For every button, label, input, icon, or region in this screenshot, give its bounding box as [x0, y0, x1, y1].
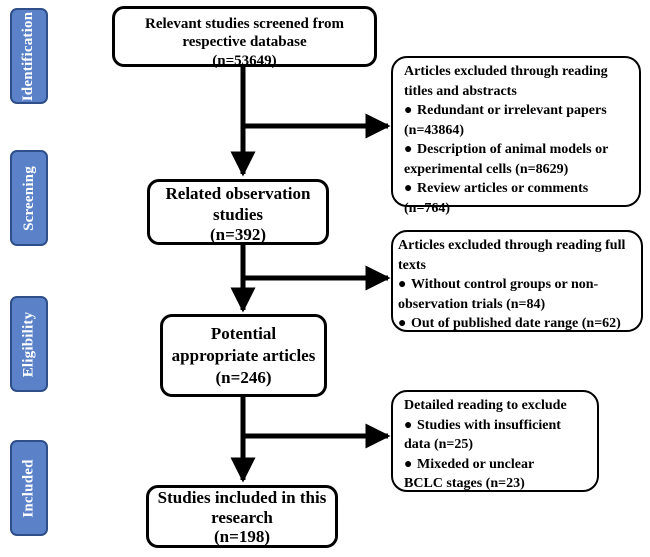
bullet-icon: ●	[398, 316, 407, 331]
exclusion-2-item-2: ●Out of published date range (n=62)	[398, 314, 635, 334]
stage-screening: Screening	[10, 150, 48, 246]
stage-screening-label: Screening	[20, 165, 37, 231]
exclusion-box-full-texts: Articles excluded through reading full t…	[391, 230, 643, 332]
box-included-line2: research	[211, 507, 273, 527]
bullet-icon: ●	[404, 103, 413, 118]
stage-included: Included	[10, 440, 48, 536]
box-screened-line2: studies	[212, 204, 264, 224]
box-screened-line1: Related observation	[165, 184, 311, 203]
box-screened-count: (n=392)	[210, 225, 266, 245]
box-eligible: Potential appropriate articles (n=246)	[160, 314, 327, 397]
stage-identification: Identification	[10, 8, 48, 104]
exclusion-1-heading-line1: Articles excluded through reading	[404, 64, 608, 79]
exclusion-2-item-1-count: observation trials (n=84)	[398, 296, 546, 312]
box-included-count: (n=198)	[214, 527, 270, 547]
box-included: Studies included in this research (n=198…	[146, 485, 338, 548]
box-eligible-line1: Potential	[210, 324, 277, 343]
exclusion-2-heading-line1: Articles excluded through reading full	[398, 238, 626, 253]
exclusion-3-item-2: ●Mixeded or unclear	[404, 455, 591, 475]
exclusion-1-item-2: ●Description of animal models or	[404, 140, 633, 160]
bullet-icon: ●	[398, 277, 407, 292]
exclusion-1-item-1: ●Redundant or irrelevant papers	[404, 101, 633, 121]
box-eligible-line2: appropriate articles	[171, 345, 316, 365]
box-identified: Relevant studies screened from respectiv…	[112, 6, 377, 69]
box-included-line1: Studies included in this	[157, 488, 327, 507]
exclusion-1-item-2-count: experimental cells (n=8629)	[404, 161, 569, 177]
bullet-icon: ●	[404, 417, 413, 433]
exclusion-1-heading-line2: titles and abstracts	[404, 83, 517, 99]
exclusion-1-item-3: ●Review articles or comments	[404, 179, 633, 199]
box-identified-line2: respective database	[182, 34, 307, 51]
exclusion-box-detailed-reading: Detailed reading to exclude ●Studies wit…	[391, 390, 599, 492]
exclusion-3-item-1-count: data (n=25)	[404, 437, 474, 452]
exclusion-2-heading-line2: texts	[398, 257, 426, 273]
bullet-icon: ●	[404, 142, 413, 157]
bullet-icon: ●	[404, 456, 413, 472]
box-screened: Related observation studies (n=392)	[147, 179, 329, 245]
box-identified-count: (n=53649)	[212, 52, 277, 69]
exclusion-3-item-1: ●Studies with insufficient	[404, 416, 591, 436]
stage-identification-label: Identification	[20, 11, 37, 101]
exclusion-1-item-1-count: (n=43864)	[404, 122, 465, 138]
box-eligible-count: (n=246)	[215, 367, 272, 387]
exclusion-box-titles-abstracts: Articles excluded through reading titles…	[391, 56, 641, 216]
stage-eligibility: Eligibility	[10, 296, 48, 392]
box-identified-line1: Relevant studies screened from	[145, 16, 344, 32]
exclusion-1-item-3-count: (n=764)	[404, 200, 451, 216]
bullet-icon: ●	[404, 181, 413, 196]
stage-eligibility-label: Eligibility	[20, 311, 37, 377]
exclusion-3-item-2-count: BCLC stages (n=23)	[404, 476, 525, 491]
stage-included-label: Included	[20, 458, 37, 518]
exclusion-3-heading: Detailed reading to exclude	[404, 398, 567, 413]
exclusion-2-item-1: ●Without control groups or non-	[398, 275, 635, 295]
